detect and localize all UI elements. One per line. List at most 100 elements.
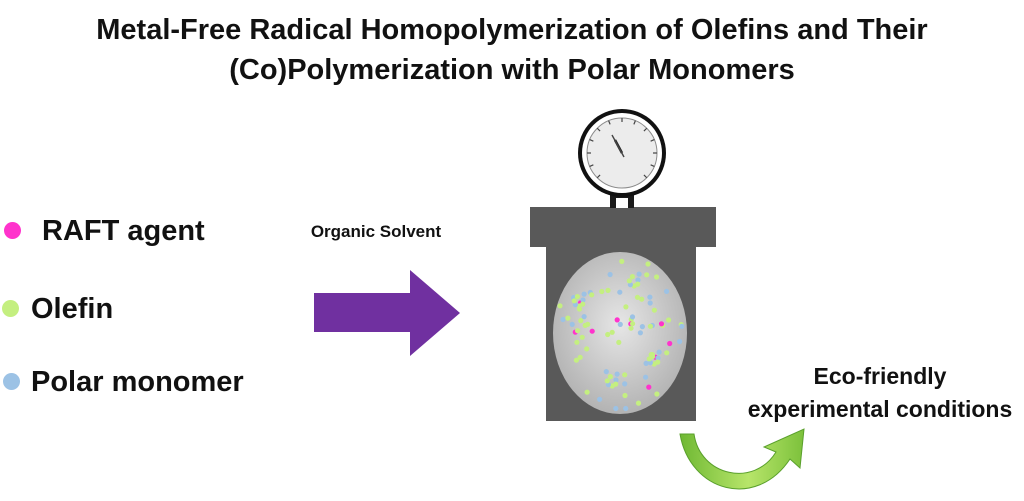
- particle: [664, 288, 670, 294]
- particle: [580, 297, 586, 303]
- particle: [571, 298, 577, 304]
- legend-label-polar-monomer: Polar monomer: [31, 366, 244, 398]
- particle: [649, 352, 656, 358]
- raft-agent-dot-icon: [4, 222, 21, 239]
- particle: [589, 292, 595, 298]
- particle: [623, 405, 629, 412]
- particle: [654, 391, 660, 397]
- particle: [667, 340, 673, 347]
- particle: [643, 360, 649, 366]
- gauge-tick: [650, 139, 655, 142]
- particle: [617, 289, 623, 295]
- particle: [622, 392, 628, 399]
- particle: [677, 338, 683, 345]
- particle: [647, 323, 654, 329]
- particle: [629, 314, 636, 320]
- particle: [647, 300, 653, 306]
- particle: [574, 339, 580, 345]
- particle: [603, 369, 609, 375]
- particle: [599, 288, 605, 295]
- monomer-particles: [557, 258, 685, 412]
- particle: [609, 329, 615, 335]
- gauge-tick: [643, 127, 648, 132]
- particle: [607, 374, 614, 380]
- particle: [619, 258, 625, 264]
- particle: [613, 377, 619, 383]
- reactor-vessel-icon: [530, 207, 716, 421]
- particle: [614, 371, 620, 377]
- particle: [635, 277, 641, 283]
- outcome-label-line-1: Eco-friendly: [813, 363, 947, 389]
- gauge-tick: [643, 174, 648, 179]
- particle: [581, 291, 587, 297]
- particle: [579, 334, 585, 340]
- gauge-tick: [633, 120, 636, 125]
- particle: [664, 350, 670, 356]
- particle: [626, 278, 632, 284]
- pressure-gauge-icon: [578, 109, 666, 208]
- particle: [622, 372, 628, 378]
- particle: [645, 261, 651, 267]
- particle: [655, 355, 661, 361]
- diagram-title-line-1: Metal-Free Radical Homopolymerization of…: [96, 14, 928, 46]
- particle: [589, 328, 595, 334]
- outcome-label-line-2: experimental conditions: [747, 396, 1013, 422]
- gauge-tick: [589, 164, 594, 167]
- gauge-tick: [596, 127, 601, 132]
- particle: [605, 287, 611, 293]
- outcome-label: Eco-friendly experimental conditions: [740, 360, 1020, 426]
- particle: [617, 321, 623, 327]
- particle: [646, 384, 652, 390]
- particle: [560, 316, 566, 323]
- particle: [572, 302, 579, 308]
- particle: [643, 374, 649, 380]
- particle: [573, 357, 580, 363]
- particle: [630, 321, 636, 327]
- particle: [575, 328, 581, 334]
- particle: [666, 317, 672, 323]
- particle: [634, 294, 641, 300]
- particle: [605, 382, 612, 388]
- particle: [569, 321, 575, 327]
- particle: [658, 321, 665, 327]
- particle: [622, 381, 628, 387]
- arrow-label-organic-solvent: Organic Solvent: [310, 222, 442, 241]
- particle: [639, 324, 646, 330]
- particle: [646, 356, 652, 362]
- curved-arrow-icon: [679, 428, 805, 490]
- particle: [639, 296, 645, 302]
- gauge-tick: [608, 120, 611, 125]
- particle: [613, 405, 619, 412]
- gauge-tick: [589, 139, 594, 142]
- particle: [628, 325, 634, 331]
- particle: [651, 307, 658, 313]
- gauge-tick: [650, 164, 655, 167]
- particle: [623, 304, 629, 310]
- gauge-tick: [596, 174, 601, 179]
- particle: [656, 349, 662, 355]
- particle: [644, 272, 650, 278]
- particle: [627, 282, 634, 288]
- diagram-title-line-2: (Co)Polymerization with Polar Monomers: [229, 54, 795, 86]
- particle: [574, 294, 581, 300]
- particle: [584, 389, 590, 395]
- particle: [647, 360, 654, 366]
- particle: [604, 378, 610, 384]
- polar-monomer-dot-icon: [3, 373, 20, 390]
- particle: [607, 271, 613, 278]
- particle: [629, 274, 636, 280]
- particle: [578, 318, 584, 324]
- particle: [614, 317, 620, 323]
- particle: [679, 323, 685, 329]
- particle: [581, 314, 587, 320]
- particle: [557, 303, 563, 309]
- particle: [597, 396, 603, 402]
- particle: [605, 331, 611, 338]
- legend-label-olefin: Olefin: [31, 293, 114, 325]
- legend-label-raft-agent: RAFT agent: [42, 215, 205, 247]
- particle: [647, 294, 653, 300]
- particle: [636, 271, 642, 277]
- vessel-contents: [553, 252, 687, 414]
- particle: [635, 400, 642, 406]
